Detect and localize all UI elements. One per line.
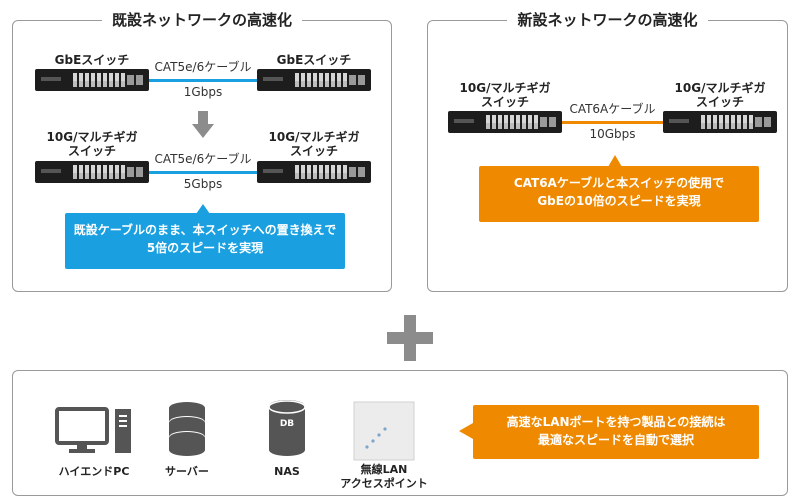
existing-network-title: 既設ネットワークの高速化: [13, 10, 391, 30]
row1-cable-line: [149, 79, 257, 82]
row2-right-switch-icon: [257, 161, 371, 183]
new-left-switch-label: 10G/マルチギガ スイッチ: [459, 81, 551, 109]
new-right-switch-icon: [663, 111, 777, 133]
down-arrow-icon: [192, 111, 214, 138]
new-right-switch-label: 10G/マルチギガ スイッチ: [674, 81, 766, 109]
new-cable-line: [562, 121, 663, 124]
new-left-switch-icon: [448, 111, 562, 133]
row1-left-switch-label: GbEスイッチ: [54, 53, 130, 67]
server-icon: [169, 402, 205, 456]
wireless-access-point-icon: [353, 401, 415, 461]
row2-speed-label: 5Gbps: [183, 177, 223, 191]
new-network-panel: 新設ネットワークの高速化 10G/マルチギガ スイッチ 10G/マルチギガ スイ…: [427, 11, 788, 292]
device-label-access-point: 無線LAN アクセスポイント: [340, 463, 428, 490]
device-label-server: サーバー: [165, 465, 209, 478]
new-network-title: 新設ネットワークの高速化: [428, 10, 787, 30]
new-cable-label: CAT6Aケーブル: [569, 102, 656, 116]
row1-right-switch-icon: [257, 69, 371, 91]
existing-network-callout: 既設ケーブルのまま、本スイッチへの置き換えで 5倍のスピードを実現: [65, 213, 345, 269]
row2-cable-line: [149, 171, 257, 174]
row2-left-switch-icon: [35, 161, 149, 183]
plus-icon: [387, 315, 433, 361]
devices-panel: ハイエンドPC サーバー DB NAS 無線LAN アクセスポイント 高速なLA…: [12, 370, 788, 496]
existing-network-panel: 既設ネットワークの高速化 GbEスイッチ GbEスイッチ CAT5e/6ケーブル…: [12, 11, 392, 292]
desktop-pc-icon: [55, 407, 131, 453]
device-label-pc: ハイエンドPC: [58, 465, 130, 478]
new-network-callout: CAT6Aケーブルと本スイッチの使用で GbEの10倍のスピードを実現: [479, 166, 759, 222]
row1-speed-label: 1Gbps: [183, 85, 223, 99]
new-speed-label: 10Gbps: [589, 127, 636, 141]
row1-right-switch-label: GbEスイッチ: [276, 53, 352, 67]
row2-right-switch-label: 10G/マルチギガ スイッチ: [268, 130, 360, 158]
row2-left-switch-label: 10G/マルチギガ スイッチ: [46, 130, 138, 158]
row1-cable-label: CAT5e/6ケーブル: [154, 60, 252, 74]
row2-cable-label: CAT5e/6ケーブル: [154, 152, 252, 166]
nas-icon: [268, 400, 306, 456]
devices-callout: 高速なLANポートを持つ製品との接続は 最適なスピードを自動で選択: [473, 405, 759, 459]
device-callout-pointer: [459, 423, 473, 439]
row1-left-switch-icon: [35, 69, 149, 91]
blue-callout-pointer: [196, 204, 210, 214]
orange-callout-pointer: [608, 155, 622, 167]
nas-db-text: DB: [279, 419, 295, 429]
device-label-nas: NAS: [274, 465, 300, 478]
